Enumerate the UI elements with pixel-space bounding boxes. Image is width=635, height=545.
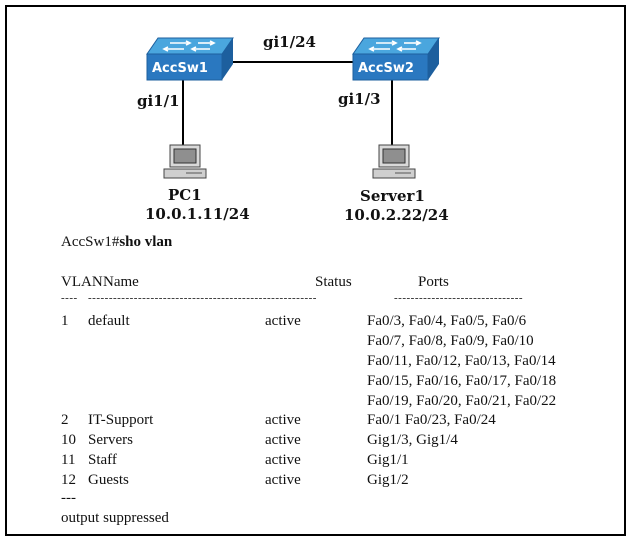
cli-prompt: AccSw1# [61,234,120,250]
row-12-vlan: 12 [61,472,76,488]
row-1-name: default [88,313,130,329]
switch-accsw1: AccSw1 [146,37,234,81]
row-11-vlan: 11 [61,452,76,468]
pc1-name-label: PC1 [168,186,202,204]
row-10-vlan: 10 [61,432,76,448]
pc1-port-label: gi1/1 [137,92,180,110]
row-10-status: active [265,432,301,448]
output-suppressed-note: output suppressed [61,510,169,526]
switch-label-accsw2: AccSw2 [358,61,414,76]
row-2-vlan: 2 [61,412,69,428]
diagram-frame [5,5,626,536]
row-10-name: Servers [88,432,133,448]
uplink-port-label: gi1/24 [263,33,316,51]
switch-accsw2: AccSw2 [352,37,440,81]
command-line: AccSw1#sho vlan [61,234,172,251]
header-ports: Ports [418,274,449,290]
switch-arrows-icon [368,40,422,52]
row-1-ports-cont-2: Fa0/11, Fa0/12, Fa0/13, Fa0/14 [367,353,556,369]
screen [173,148,197,164]
server1-name-label: Server1 [360,187,425,205]
row-1-vlan: 1 [61,313,69,329]
separator-name: ----------------------------------------… [88,292,317,304]
row-2-ports: Fa0/1 Fa0/23, Fa0/24 [367,412,496,428]
row-12-status: active [265,472,301,488]
row-2-name: IT-Support [88,412,154,428]
switch-side-face [428,38,439,80]
pc1-computer-icon [163,144,207,179]
switch-side-face [222,38,233,80]
row-1-ports: Fa0/3, Fa0/4, Fa0/5, Fa0/6 [367,313,527,329]
row-11-status: active [265,452,301,468]
separator-ports: ------------------------------- [394,292,524,304]
header-vlan: VLAN [61,274,103,290]
row-11-name: Staff [88,452,117,468]
row-12-name: Guests [88,472,129,488]
row-1-ports-cont-3: Fa0/15, Fa0/16, Fa0/17, Fa0/18 [367,373,557,389]
separator-vlan: ---- [61,292,78,304]
row-12-ports: Gig1/2 [367,472,409,488]
row-1-ports-cont-4: Fa0/19, Fa0/20, Fa0/21, Fa0/22 [367,393,557,409]
cli-command: sho vlan [119,234,173,250]
server1-port-label: gi1/3 [338,90,381,108]
row-2-status: active [265,412,301,428]
pc1-ip-label: 10.0.1.11/24 [145,205,250,223]
server1-ip-label: 10.0.2.22/24 [344,206,449,224]
screen [382,148,406,164]
switch-arrows-icon [162,40,216,52]
row-1-status: active [265,313,301,329]
switch-label-accsw1: AccSw1 [152,61,208,76]
header-status: Status [315,274,352,290]
row-10-ports: Gig1/3, Gig1/4 [367,432,458,448]
switch-front-face [352,53,429,81]
base-unit [372,168,416,179]
server1-computer-icon [372,144,416,179]
network-topology: AccSw1 AccSw2 gi1/24 gi1/1 gi1/3 PC1 10.… [137,33,449,224]
header-name: Name [103,274,139,290]
trailer-dashes: --- [61,490,76,506]
row-11-ports: Gig1/1 [367,452,409,468]
base-unit [163,168,207,179]
row-1-ports-cont-1: Fa0/7, Fa0/8, Fa0/9, Fa0/10 [367,333,534,349]
